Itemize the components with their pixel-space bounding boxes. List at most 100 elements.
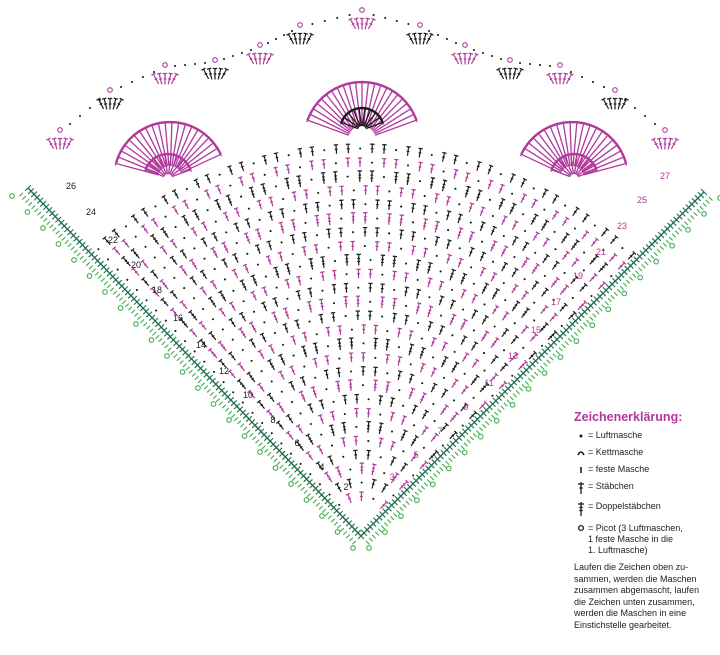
chain-dot xyxy=(451,334,454,337)
fan-spoke xyxy=(307,119,350,136)
border-tick xyxy=(452,437,460,445)
chain-dot xyxy=(202,307,205,311)
stitch-symbol xyxy=(262,52,269,65)
stitch-symbol xyxy=(670,137,679,150)
stitch-symbol xyxy=(651,137,660,150)
picot-mark xyxy=(162,62,168,68)
border-tick xyxy=(625,279,631,284)
chain-dot xyxy=(212,370,216,373)
stitch-symbol xyxy=(251,52,258,65)
chain-dot xyxy=(461,424,464,427)
stitch-symbol xyxy=(227,369,236,379)
chain-dot xyxy=(532,187,535,190)
border-tick xyxy=(607,297,612,303)
picot-mark xyxy=(40,225,46,231)
chain-dot xyxy=(435,211,438,214)
fan-arc xyxy=(520,120,628,164)
chain-dot xyxy=(299,462,302,465)
chain-dot xyxy=(304,221,307,224)
border-tick xyxy=(312,499,317,504)
border-tick xyxy=(510,379,518,386)
fan-spoke xyxy=(372,102,408,132)
fan-spoke xyxy=(352,109,362,127)
border-tick xyxy=(115,279,123,287)
border-tick xyxy=(112,276,120,283)
stitch-symbol xyxy=(551,260,560,270)
chain-dot xyxy=(602,85,606,89)
stitch-symbol xyxy=(268,196,274,207)
chain-dot xyxy=(280,241,283,244)
fan-spoke xyxy=(180,153,222,174)
chain-dot xyxy=(134,235,137,238)
border-tick xyxy=(440,449,447,457)
border-tick xyxy=(25,198,30,204)
border-tick xyxy=(357,532,365,540)
picot-mark xyxy=(417,22,423,28)
border-tick xyxy=(576,328,582,333)
stitch-symbol xyxy=(427,277,433,288)
stitch-symbol xyxy=(312,357,318,368)
symbol-legend: Zeichenerklärung: = Luftmasche = Kettmas… xyxy=(574,410,720,632)
chain-dot xyxy=(274,185,277,188)
stitch-symbol xyxy=(385,353,391,364)
stitch-symbol xyxy=(156,72,163,85)
stitch-symbol xyxy=(462,52,468,65)
stitch-symbol xyxy=(305,450,314,461)
border-tick xyxy=(200,368,207,375)
stitch-symbol xyxy=(667,137,674,150)
chain-dot xyxy=(472,48,476,52)
border-tick xyxy=(200,382,205,387)
row-number-label: 21 xyxy=(596,247,606,257)
fan-spoke xyxy=(124,144,161,172)
border-tick xyxy=(561,344,566,349)
border-tick xyxy=(572,317,579,325)
border-tick xyxy=(687,218,692,223)
stitch-symbol xyxy=(254,244,261,255)
border-tick xyxy=(221,390,229,397)
border-tick xyxy=(55,216,62,223)
fan-spoke xyxy=(563,155,574,175)
border-tick xyxy=(380,525,386,530)
stitch-symbol xyxy=(188,309,198,321)
chain-dot xyxy=(193,62,197,66)
border-tick xyxy=(559,330,567,337)
fan-arc xyxy=(550,152,598,171)
border-tick xyxy=(51,213,59,220)
fan-spoke xyxy=(562,122,571,167)
stitch-symbol xyxy=(300,345,308,358)
stitch-symbol xyxy=(387,200,392,210)
border-tick xyxy=(267,451,272,457)
stitch-symbol xyxy=(343,295,348,308)
chain-dot xyxy=(291,252,294,256)
border-tick xyxy=(671,233,677,238)
chain-dot xyxy=(372,13,375,17)
stitch-symbol xyxy=(529,332,539,342)
stitch-symbol xyxy=(430,382,438,393)
stitch-symbol xyxy=(417,32,423,45)
stitch-symbol xyxy=(294,319,300,330)
stitch-symbol xyxy=(406,32,415,45)
border-tick xyxy=(460,445,465,450)
stitch-symbol xyxy=(549,312,558,322)
row-number-label: 20 xyxy=(131,260,141,270)
stitch-symbol xyxy=(363,212,368,224)
border-tick xyxy=(182,363,187,368)
border-tick xyxy=(270,455,275,460)
fan-spoke xyxy=(170,163,188,177)
row-number-label: 5 xyxy=(413,450,418,460)
chain-dot xyxy=(164,319,167,322)
stitch-symbol xyxy=(410,452,419,462)
border-tick xyxy=(64,239,69,245)
stitch-symbol xyxy=(498,197,506,210)
border-tick xyxy=(309,482,316,489)
legend-title: Zeichenerklärung: xyxy=(574,410,683,424)
stitch-symbol xyxy=(467,52,474,65)
stitch-symbol xyxy=(366,420,372,433)
border-tick xyxy=(628,276,634,281)
chain-dot xyxy=(491,394,494,397)
stitch-symbol xyxy=(387,213,392,225)
border-tick xyxy=(158,337,163,343)
border-tick xyxy=(115,293,121,298)
chain-dot xyxy=(299,412,302,415)
border-tick xyxy=(263,434,271,442)
